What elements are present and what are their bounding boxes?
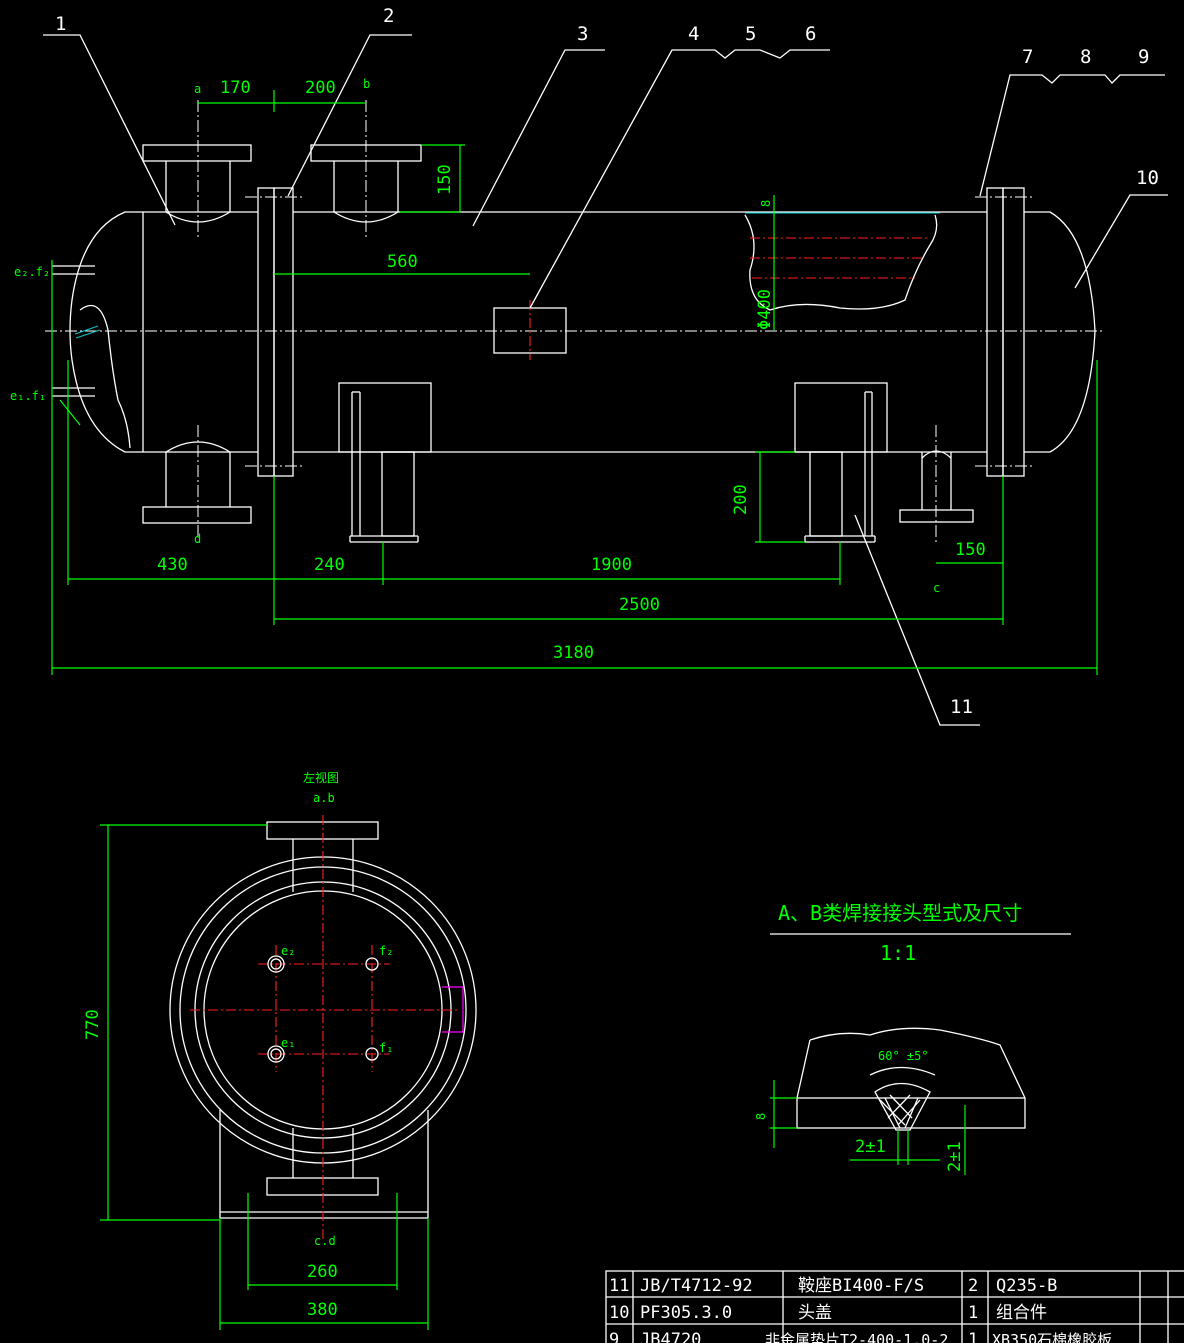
dim-560: 560 [387,252,418,272]
side-label-e1: e₁ [281,1036,295,1050]
table-row-10-qty: 1 [968,1303,978,1323]
dim-430: 430 [157,555,188,575]
side-view-bottom-label: c.d [314,1234,336,1248]
dim-240: 240 [314,555,345,575]
dimension-labels-main: 170 200 150 560 8 Φ400 200 150 430 240 1… [157,78,986,663]
weld-dim-gap: 2±1 [855,1137,886,1157]
right-head [1024,211,1096,453]
left-head-break [79,304,131,449]
side-view: 左视图 a.b e₂ f₂ e₁ f₁ 770 [83,770,477,1330]
weld-dim-8: 8 [754,1113,768,1120]
part-label-6: 6 [805,23,816,45]
bolt-e1 [267,1045,285,1063]
nozzle-label-c: c [933,581,940,595]
part-label-3: 3 [577,23,588,45]
part-number-labels: 1 2 3 4 5 6 7 8 9 10 11 [55,5,1159,718]
nozzle-label-a: a [194,82,201,96]
left-head [69,211,143,453]
part-label-1: 1 [55,13,66,35]
part-label-8: 8 [1080,46,1091,68]
dim-170: 170 [220,78,251,98]
weld-angle: 60° ±5° [878,1049,929,1063]
leader-lines [43,34,1168,726]
weld-detail: A、B类焊接接头型式及尺寸 1:1 60° ±5° 8 2±1 2±1 [754,901,1071,1175]
side-label-e2: e₂ [281,944,295,958]
part-label-7: 7 [1022,46,1033,68]
nozzle-label-e1f1: e₁.f₁ [10,389,46,403]
part-label-4: 4 [688,23,699,45]
dim-200-vertical: 200 [731,484,751,515]
dim-770: 770 [83,1009,103,1040]
table-row-11-code: JB/T4712-92 [640,1276,753,1296]
magenta-mark [442,986,464,1033]
table-row-11-qty: 2 [968,1276,978,1296]
nozzle-a-flange [142,144,252,162]
table-row-9-name: 非金属垫片T2-400-1.0-2 [765,1331,948,1343]
side-view-title: 左视图 [303,770,339,785]
table-row-11-index: 11 [609,1276,629,1296]
weld-detail-title: A、B类焊接接头型式及尺寸 [778,901,1022,925]
right-flange-a [986,187,1004,477]
nozzle-d-flange [142,506,252,524]
side-label-f1: f₁ [379,1041,393,1055]
saddle-left-pad [338,382,432,453]
table-row-9-index: 9 [609,1330,619,1343]
saddle-right-pad [794,382,888,453]
table-row-10-name: 头盖 [798,1303,832,1323]
parts-table: 11 JB/T4712-92 鞍座BI400-F/S 2 Q235-B 10 P… [605,1270,1184,1343]
table-row-11-material: Q235-B [996,1276,1057,1296]
table-row-9-material: XB350石棉橡胶板 [992,1331,1112,1343]
nozzle-label-e2f2: e₂.f₂ [14,265,50,279]
weld-dim-root: 2±1 [945,1141,965,1172]
dim-260: 260 [307,1262,338,1282]
table-row-9-qty: 1 [968,1330,978,1343]
shell-breakout [744,214,938,311]
bolt-e2 [267,955,285,973]
dim-380: 380 [307,1300,338,1320]
table-row-10-index: 10 [609,1303,629,1323]
part-label-11: 11 [950,696,973,718]
right-flange-b [1002,187,1025,477]
table-row-10-material: 组合件 [996,1303,1047,1323]
table-row-11-name: 鞍座BI400-F/S [798,1276,924,1296]
part-label-9: 9 [1138,46,1149,68]
nozzle-label-d: d [194,532,201,546]
bolt-f2 [365,957,379,971]
dim-phi400: Φ400 [755,289,775,330]
vessel-elevation [45,100,1105,545]
table-row-9-code: JB4720 [640,1330,701,1343]
dim-200-top: 200 [305,78,336,98]
nozzle-label-b: b [363,77,370,91]
weld-detail-scale: 1:1 [880,941,916,965]
side-label-f2: f₂ [379,944,393,958]
dim-150-vertical: 150 [435,164,455,195]
weld-bead [874,1082,931,1131]
table-row-10-code: PF305.3.0 [640,1303,732,1323]
left-flange-a [257,187,275,477]
part-label-5: 5 [745,23,756,45]
part-label-10: 10 [1136,167,1159,189]
dim-3180: 3180 [553,643,594,663]
dim-150-horizontal: 150 [955,540,986,560]
nozzle-letters: a b d c e₂.f₂ e₁.f₁ [10,77,940,595]
dim-8: 8 [759,200,773,207]
part-label-2: 2 [383,5,394,27]
side-view-top-label: a.b [313,791,335,805]
dim-1900: 1900 [591,555,632,575]
bolt-f1 [365,1047,379,1061]
left-flange-b [273,187,294,477]
dim-2500: 2500 [619,595,660,615]
dimensions-main [51,90,1098,675]
